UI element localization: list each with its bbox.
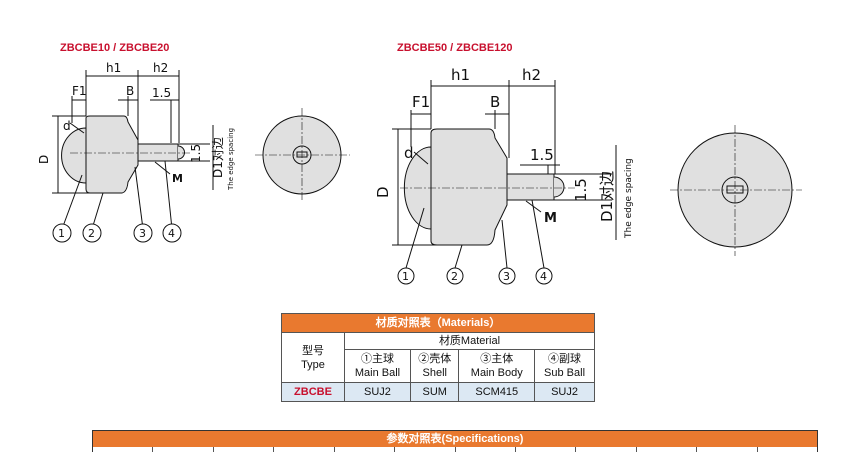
dim-h2: h2 — [522, 66, 541, 84]
diagram-large-title: ZBCBE50 / ZBCBE120 — [397, 42, 513, 54]
type-header-en: Type — [301, 358, 325, 371]
col-main-body: ③主体 Main Body — [458, 349, 536, 383]
col-main-ball-en: Main Ball — [354, 367, 401, 379]
col-shell-cn: ②壳体 — [418, 353, 452, 365]
part-callout-1 — [397, 267, 415, 285]
type-header-cn: 型号 — [302, 344, 324, 357]
dim-f1: F1 — [412, 93, 430, 111]
col-sub-ball-en: Sub Ball — [544, 367, 586, 379]
large-front-view — [670, 125, 802, 256]
part-4-label: 4 — [540, 270, 547, 283]
dim-1-5-top: 1.5 — [152, 86, 171, 100]
small-side-view — [52, 70, 214, 230]
col-main-body-cn: ③主体 — [480, 353, 514, 365]
material-header: 材质Material — [344, 332, 595, 350]
part-callout-3 — [133, 223, 153, 243]
row-value-main-ball: SUJ2 — [344, 382, 411, 402]
part-2-label: 2 — [88, 227, 95, 240]
materials-table: 材质对照表（Materials） 型号 Type 材质Material ①主球 M… — [281, 313, 595, 402]
dim-h1: h1 — [106, 61, 121, 75]
part-callout-3 — [498, 267, 516, 285]
col-shell-en: Shell — [422, 367, 447, 379]
col-main-ball: ①主球 Main Ball — [344, 349, 411, 383]
part-1-label: 1 — [58, 227, 65, 240]
dim-1-5-side: 1.5 — [572, 178, 590, 202]
part-callout-2 — [446, 267, 464, 285]
diagram-small-title: ZBCBE10 / ZBCBE20 — [60, 42, 170, 54]
dim-b: B — [126, 84, 134, 98]
dim-d-outer: D — [37, 155, 51, 164]
specifications-title: 参数对照表(Specifications) — [93, 431, 817, 447]
dim-m: M — [172, 172, 183, 185]
dim-d-outer: D — [374, 186, 392, 198]
dim-f1: F1 — [72, 84, 87, 98]
dim-1-5-side: 1.5 — [189, 144, 203, 163]
part-callout-1 — [52, 223, 72, 243]
small-front-view — [255, 108, 350, 202]
part-3-label: 3 — [503, 270, 510, 283]
table-row: ZBCBE SUJ2 SUM SCM415 SUJ2 — [281, 382, 595, 402]
dim-b: B — [490, 93, 500, 111]
materials-table-title: 材质对照表（Materials） — [281, 313, 595, 333]
dim-d-small: d — [404, 144, 414, 162]
part-callout-2 — [82, 223, 102, 243]
dim-1-5-top: 1.5 — [530, 146, 554, 164]
row-value-main-body: SCM415 — [458, 382, 536, 402]
large-side-view — [392, 80, 617, 269]
row-type: ZBCBE — [281, 382, 345, 402]
dim-d-small: d — [63, 119, 71, 133]
technical-drawings: h1 h2 F1 B 1.5 d D 1.5 D1对边 The edge spa… — [37, 61, 802, 285]
specifications-table: 参数对照表(Specifications) — [92, 430, 818, 452]
part-4-label: 4 — [168, 227, 175, 240]
col-main-ball-cn: ①主球 — [360, 353, 394, 365]
dim-h2: h2 — [153, 61, 168, 75]
row-value-sub-ball: SUJ2 — [534, 382, 595, 402]
col-shell: ②壳体 Shell — [409, 349, 460, 383]
col-main-body-en: Main Body — [470, 367, 523, 379]
part-3-label: 3 — [139, 227, 146, 240]
dim-m: M — [544, 211, 557, 226]
part-callout-4 — [162, 223, 182, 243]
dim-edge-spacing: The edge spacing — [624, 158, 634, 239]
dim-d1: D1对边 — [598, 171, 616, 222]
col-sub-ball: ④副球 Sub Ball — [534, 349, 595, 383]
dim-d1: D1对边 — [211, 137, 225, 178]
part-2-label: 2 — [451, 270, 458, 283]
dim-edge-spacing: The edge spacing — [227, 128, 235, 191]
type-header: 型号 Type — [281, 332, 345, 383]
part-1-label: 1 — [402, 270, 409, 283]
row-value-shell: SUM — [409, 382, 460, 402]
dim-h1: h1 — [451, 66, 470, 84]
col-sub-ball-cn: ④副球 — [548, 353, 582, 365]
part-callout-4 — [535, 267, 553, 285]
specifications-columns — [93, 447, 817, 452]
